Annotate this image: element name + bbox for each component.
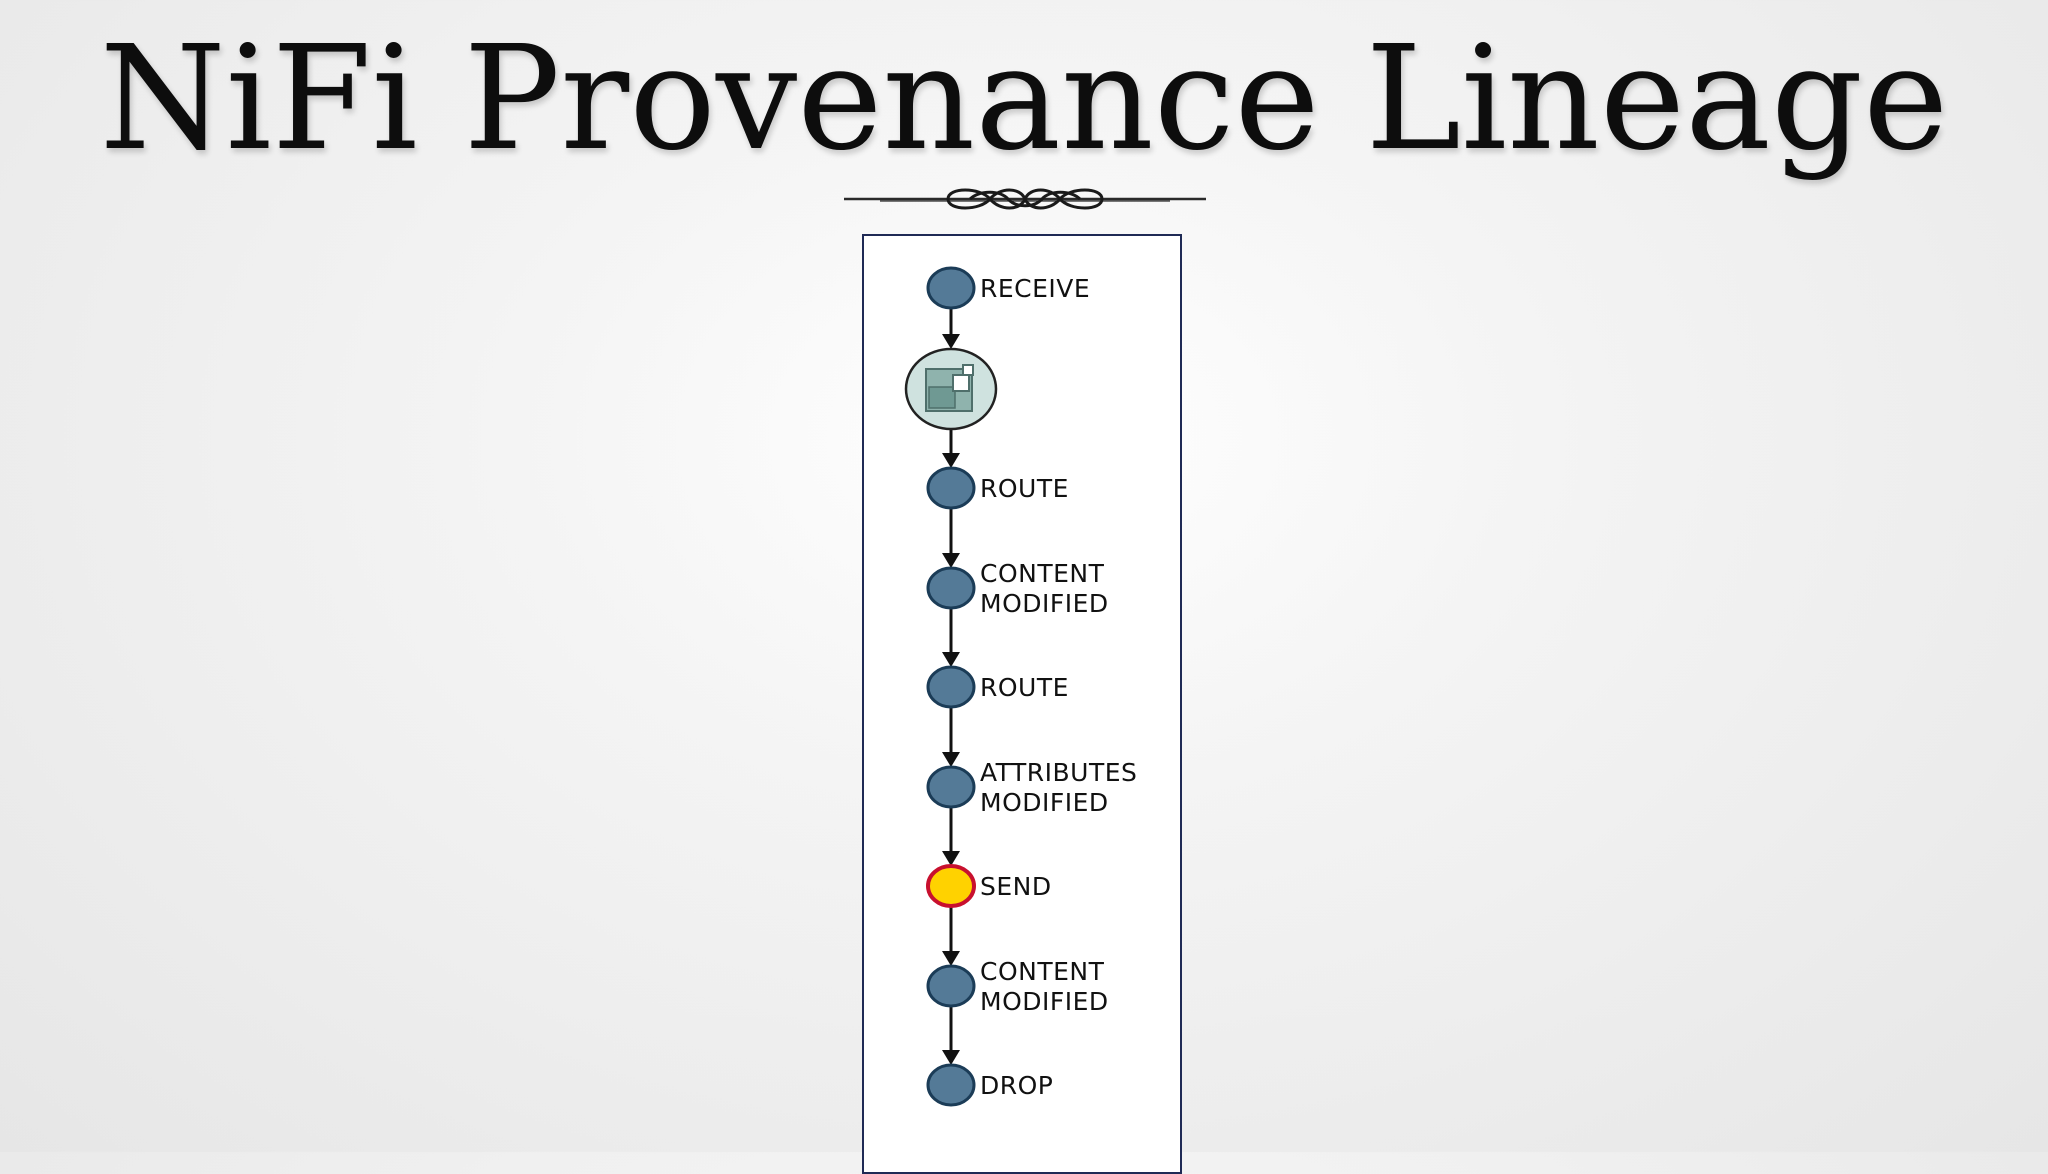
event-node[interactable] — [926, 266, 976, 310]
lineage-edge — [942, 308, 960, 349]
slide-title: NiFi Provenance Lineage — [99, 14, 1949, 182]
event-label: ATTRIBUTES — [980, 758, 1137, 787]
title-divider-ornament — [844, 188, 1206, 210]
event-label: ROUTE — [980, 474, 1069, 503]
selected-event-node[interactable] — [926, 864, 976, 908]
lineage-edge — [942, 608, 960, 667]
event-node[interactable] — [926, 466, 976, 510]
event-label: DROP — [980, 1071, 1053, 1100]
event-label: MODIFIED — [980, 987, 1109, 1016]
lineage-graph: RECEIVEROUTECONTENTMODIFIEDROUTEATTRIBUT… — [904, 266, 1137, 1107]
event-label: ROUTE — [980, 673, 1069, 702]
event-node[interactable] — [926, 566, 976, 610]
event-node[interactable] — [926, 964, 976, 1008]
event-node[interactable] — [926, 665, 976, 709]
lineage-edge — [942, 906, 960, 966]
event-node[interactable] — [926, 1063, 976, 1107]
flowfile-node[interactable] — [904, 347, 998, 431]
flowfile-icon — [925, 364, 974, 412]
lineage-edge — [942, 1006, 960, 1065]
event-label: SEND — [980, 872, 1052, 901]
lineage-edge — [942, 807, 960, 866]
lineage-edge — [942, 429, 960, 468]
event-label: MODIFIED — [980, 788, 1109, 817]
event-node[interactable] — [926, 765, 976, 809]
event-label: CONTENT — [980, 559, 1105, 588]
lineage-edge — [942, 508, 960, 568]
lineage-edge — [942, 707, 960, 767]
event-label: CONTENT — [980, 957, 1105, 986]
event-label: RECEIVE — [980, 274, 1090, 303]
event-label: MODIFIED — [980, 589, 1109, 618]
